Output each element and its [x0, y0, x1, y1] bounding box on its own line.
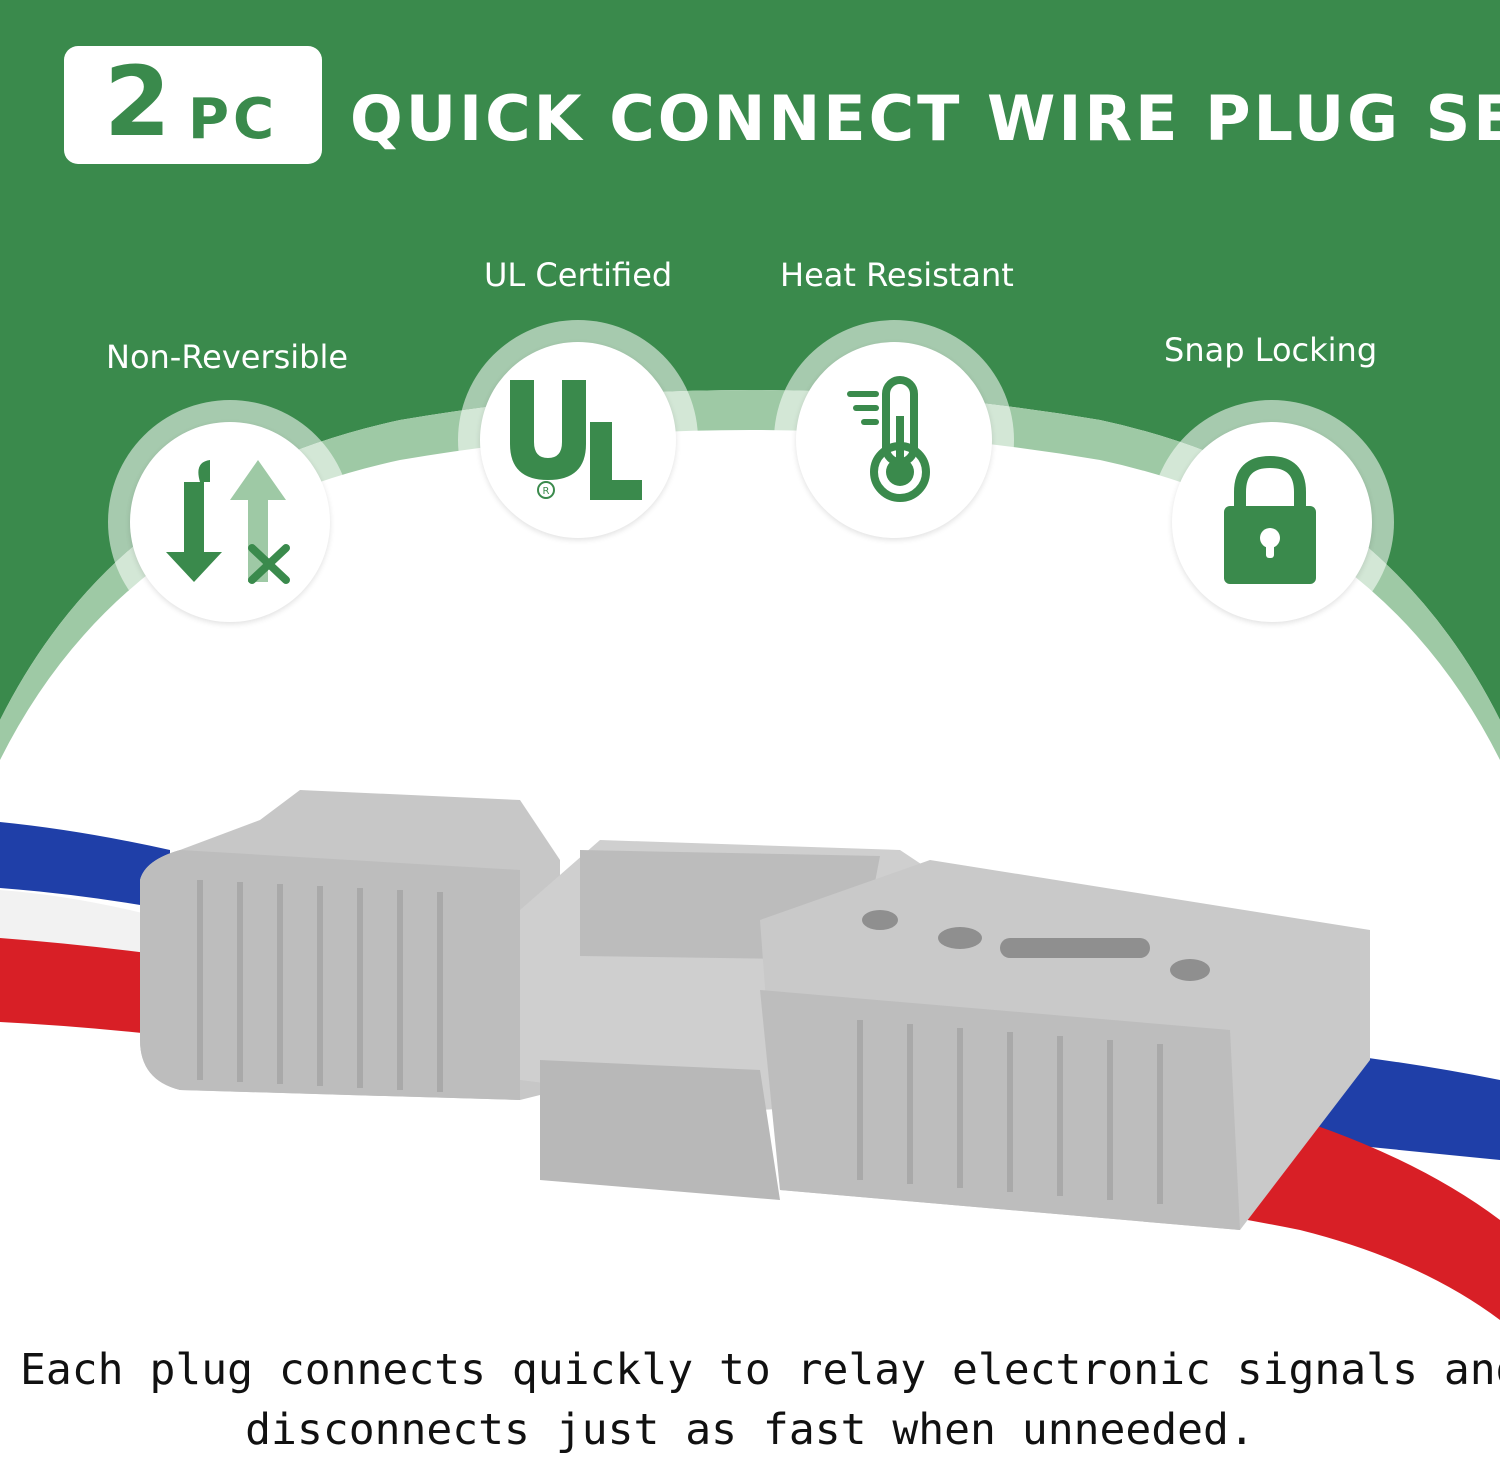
- thermometer-icon: [847, 376, 930, 502]
- feature-label-ul-certified: UL Certified: [484, 256, 673, 294]
- description-line-2: disconnects just as fast when unneeded.: [245, 1405, 1255, 1455]
- feature-circle-inner: [796, 342, 992, 538]
- non-reversible-arrows-icon: [166, 460, 290, 584]
- feature-label-non-reversible: Non-Reversible: [106, 338, 349, 376]
- badge-number: 2: [104, 46, 171, 158]
- description-line-1: Each plug connects quickly to relay elec…: [20, 1345, 1500, 1395]
- feature-label-heat-resistant: Heat Resistant: [780, 256, 1014, 294]
- ul-logo-icon: R: [510, 380, 642, 500]
- page-title: QUICK CONNECT WIRE PLUG SET: [350, 82, 1500, 155]
- feature-label-snap-locking: Snap Locking: [1164, 331, 1378, 369]
- quantity-badge: 2 PC: [64, 46, 322, 164]
- connector-product-image: [0, 790, 1500, 1320]
- feature-circle-inner: [130, 422, 330, 622]
- padlock-icon: [1224, 456, 1316, 584]
- badge-unit: PC: [188, 87, 279, 152]
- svg-text:R: R: [543, 486, 550, 497]
- product-description: Each plug connects quickly to relay elec…: [20, 1340, 1500, 1460]
